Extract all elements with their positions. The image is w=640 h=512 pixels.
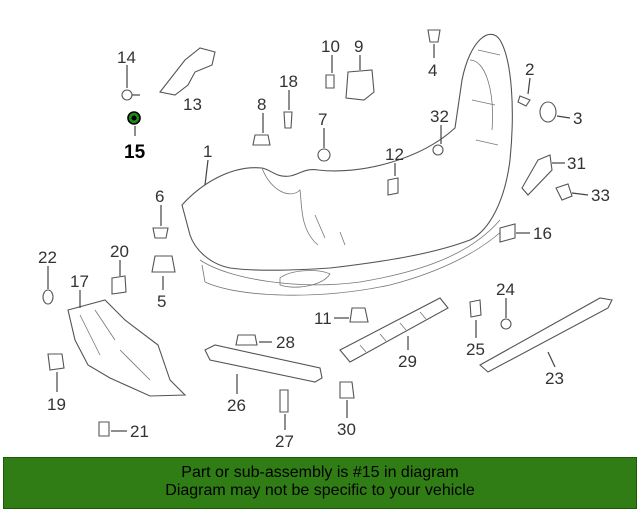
callout-20: 20 (110, 242, 129, 261)
clip-33-part (555, 183, 573, 201)
callout-2: 2 (525, 60, 534, 79)
callout-24: 24 (496, 280, 515, 299)
cap-3-part (539, 101, 557, 123)
clip-6-part (152, 227, 169, 239)
clip-19-part (47, 353, 65, 371)
bolt-27-part (279, 389, 289, 413)
molding-23-part (479, 297, 613, 373)
callout-32: 32 (430, 107, 449, 126)
clip-8-part (252, 134, 271, 146)
callout-7: 7 (318, 110, 327, 129)
bolt-32-part (432, 144, 444, 156)
grommet-7-part (317, 148, 331, 162)
bracket-31-part (521, 154, 553, 196)
callout-17: 17 (70, 272, 89, 291)
callout-28: 28 (276, 333, 295, 352)
clip-18-part (283, 111, 293, 129)
info-banner: Part or sub-assembly is #15 in diagram D… (3, 457, 637, 509)
clip-30-part (339, 381, 355, 399)
callout-12: 12 (385, 145, 404, 164)
bracket-9-part (345, 69, 375, 101)
callout-13: 13 (183, 95, 202, 114)
bracket-13-part (159, 47, 216, 96)
callout-labels: 14 15 13 10 9 4 18 8 7 32 12 2 3 31 33 1… (38, 37, 610, 451)
callout-30: 30 (337, 420, 356, 439)
callout-8: 8 (257, 95, 266, 114)
bracket-17-part (67, 299, 187, 397)
callout-29: 29 (398, 352, 417, 371)
callout-10: 10 (321, 37, 340, 56)
clip-5-part (151, 255, 176, 273)
callout-5: 5 (157, 292, 166, 311)
parts-diagram: 14 15 13 10 9 4 18 8 7 32 12 2 3 31 33 1… (38, 29, 613, 451)
callout-26: 26 (227, 396, 246, 415)
callout-33: 33 (591, 186, 610, 205)
clip-28-part (235, 334, 258, 346)
callout-19: 19 (47, 395, 66, 414)
callout-14: 14 (117, 48, 136, 67)
callout-16: 16 (533, 224, 552, 243)
bracket-29-part (339, 297, 449, 363)
callout-23: 23 (545, 369, 564, 388)
bolt-14-part (121, 89, 140, 101)
bolt-2-part (517, 95, 531, 107)
bumper-cover-part (181, 33, 513, 296)
pad-16-part (499, 223, 516, 243)
clip-11-part (349, 307, 369, 323)
banner-line-1: Part or sub-assembly is #15 in diagram (181, 464, 459, 481)
bolt-24-part (500, 318, 512, 330)
callout-3: 3 (573, 109, 582, 128)
callout-1: 1 (203, 142, 212, 161)
callout-21: 21 (130, 422, 149, 441)
grommet-22-part (42, 289, 54, 305)
callout-25: 25 (466, 340, 485, 359)
callout-31: 31 (567, 154, 586, 173)
callout-22: 22 (38, 248, 57, 267)
clip-20-part (111, 275, 127, 295)
label-12-part (387, 177, 399, 196)
callout-18: 18 (279, 72, 298, 91)
banner-line-2: Diagram may not be specific to your vehi… (165, 482, 475, 499)
screw-10-part (325, 74, 335, 89)
label-25-part (469, 299, 482, 318)
retainer-4-part (427, 29, 441, 43)
callout-27: 27 (275, 432, 294, 451)
callout-15: 15 (124, 142, 146, 163)
callout-9: 9 (354, 37, 363, 56)
bolt-21-part (98, 421, 110, 437)
nut-15-part (127, 111, 141, 125)
callout-4: 4 (428, 61, 437, 80)
leader-lines (47, 44, 589, 432)
callout-6: 6 (155, 187, 164, 206)
callout-11: 11 (314, 309, 332, 328)
reflector-strip-26-part (204, 344, 323, 383)
